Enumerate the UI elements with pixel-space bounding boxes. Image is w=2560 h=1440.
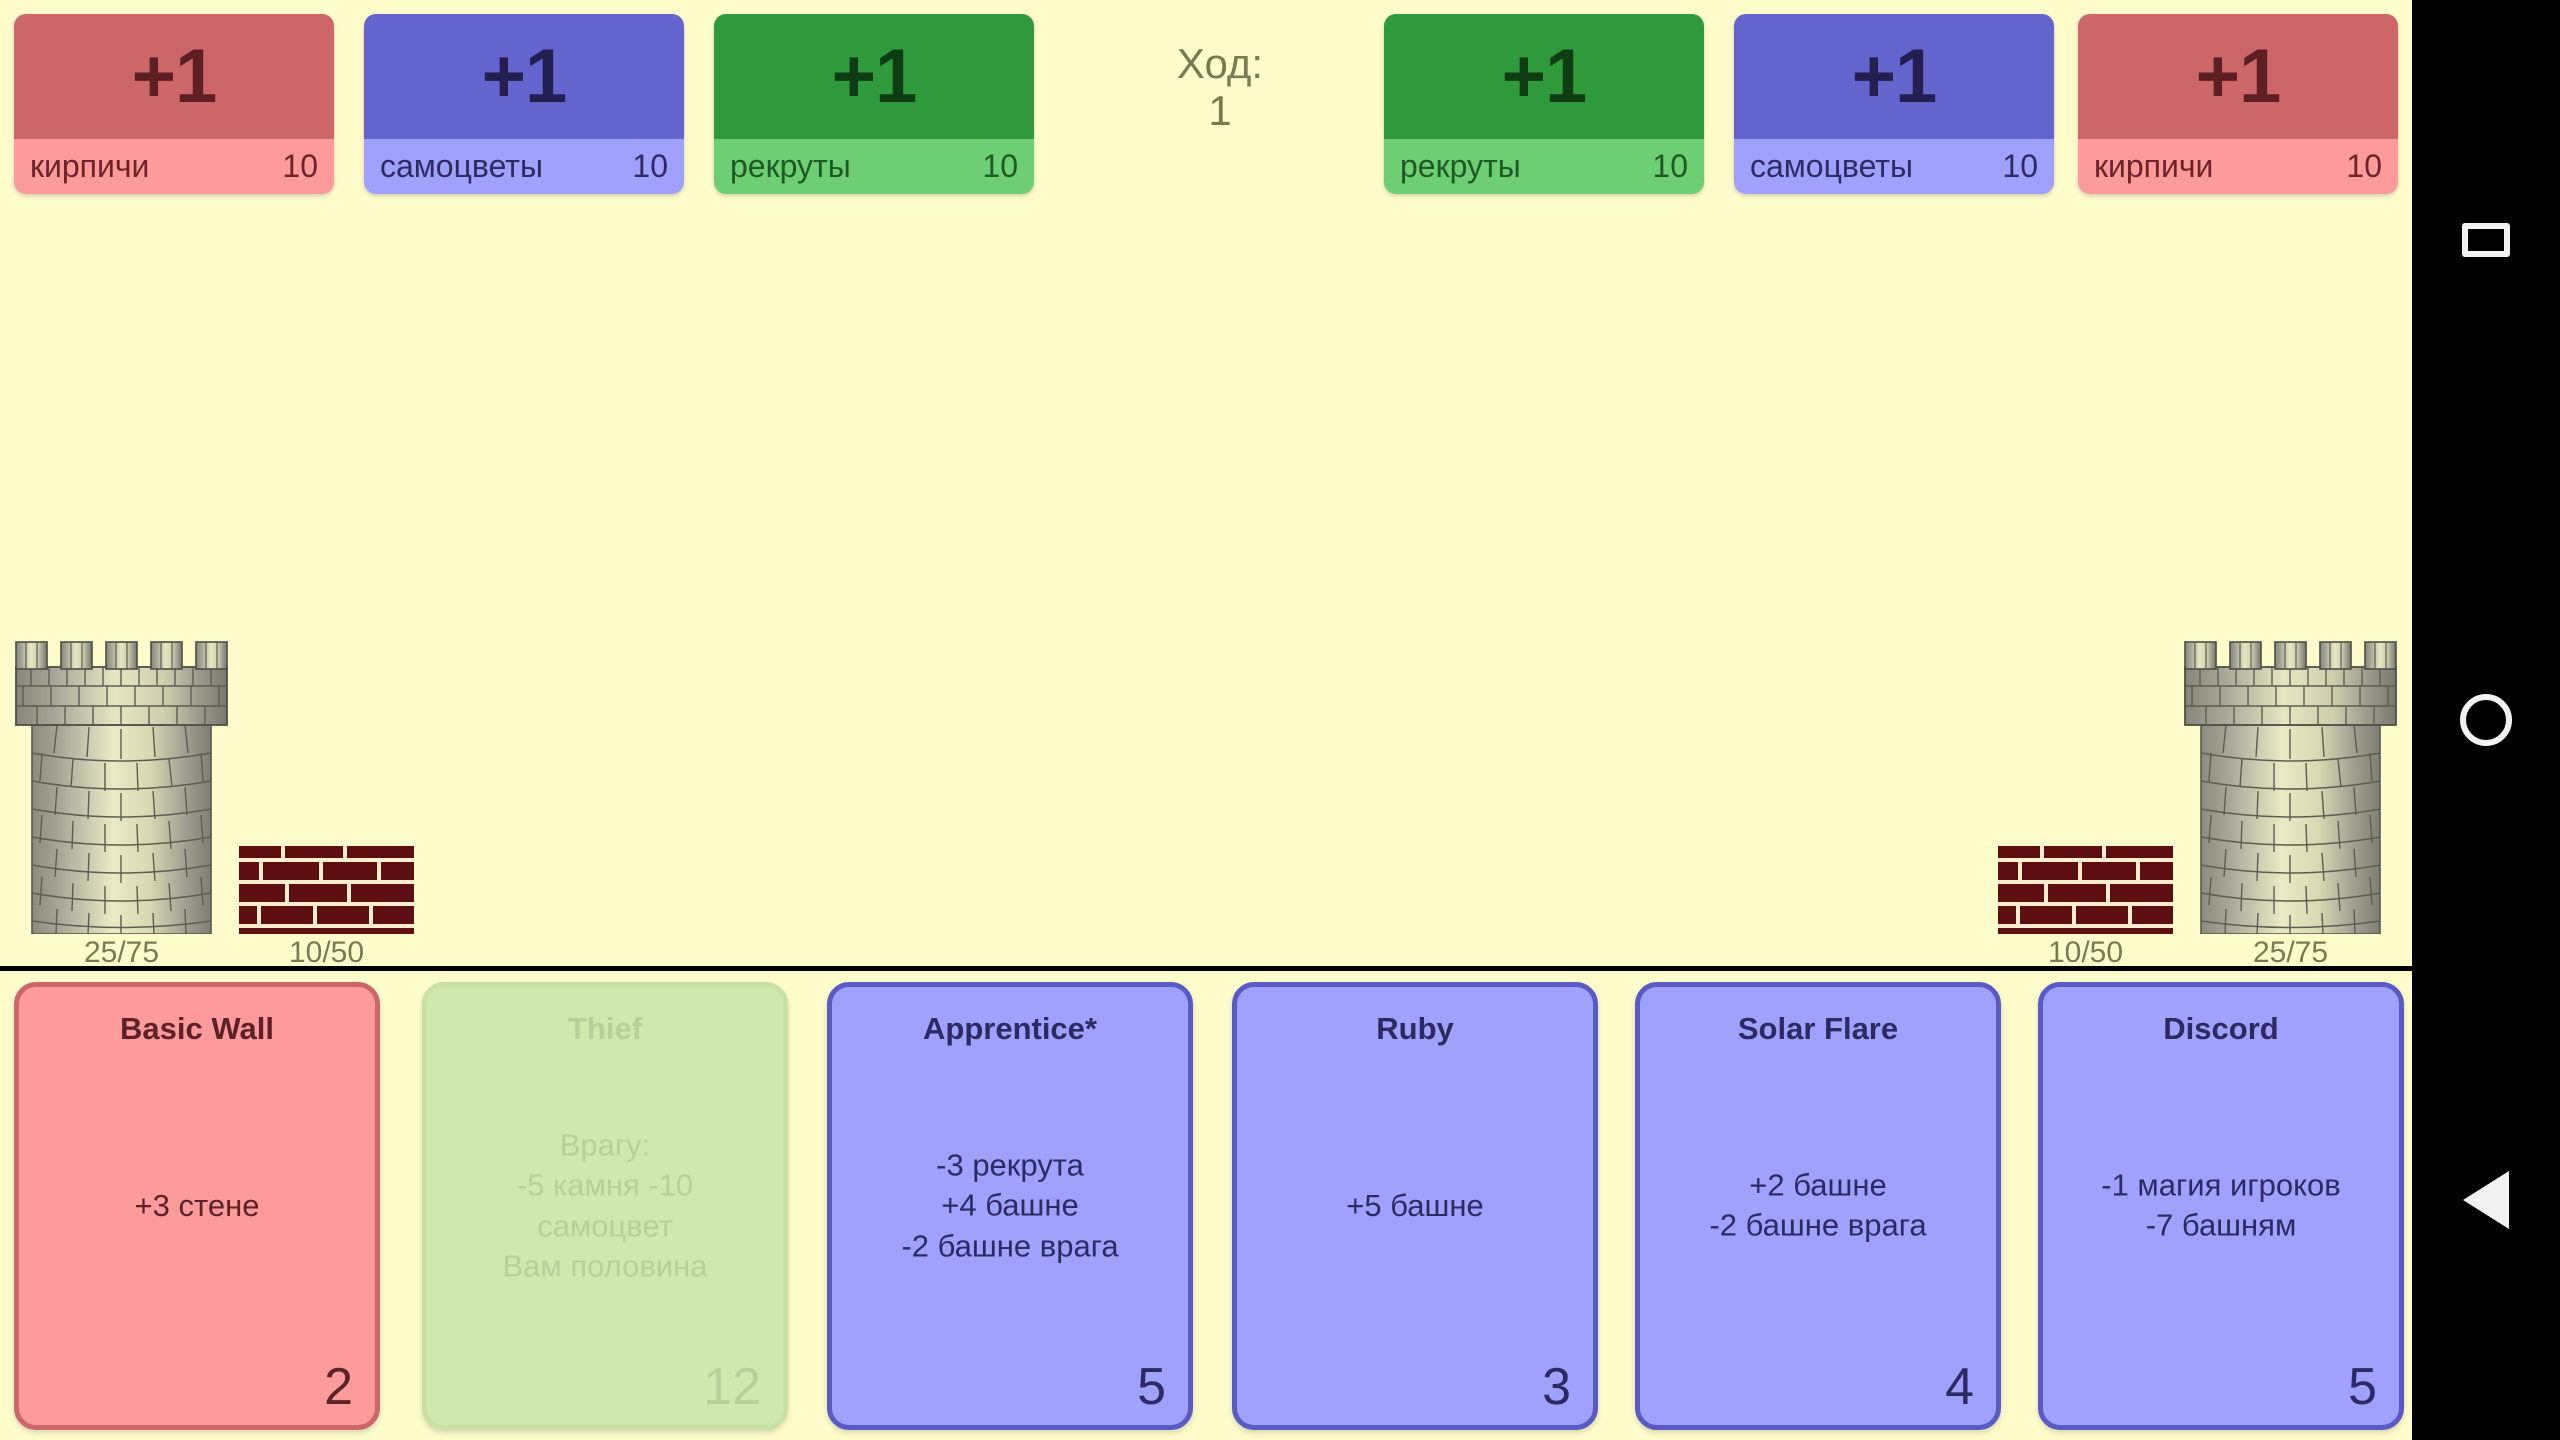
card-effect-text: -3 рекрута +4 башне -2 башне врага xyxy=(901,1147,1119,1264)
resource-label: самоцветы xyxy=(380,148,543,184)
resource-card-player-recruit[interactable]: +1 рекруты 10 xyxy=(714,14,1034,194)
resource-delta: +1 xyxy=(1501,33,1588,119)
battlefield: 25/75 xyxy=(0,205,2412,968)
card-title: Discord xyxy=(2163,1011,2279,1046)
resource-label: кирпичи xyxy=(2094,148,2214,184)
resource-delta-wrap: +1 xyxy=(714,14,1034,139)
resource-card-enemy-brick[interactable]: +1 кирпичи 10 xyxy=(2078,14,2398,194)
resource-delta: +1 xyxy=(131,33,218,119)
resource-amount: 10 xyxy=(2346,148,2382,184)
hand-card-apprentice[interactable]: Apprentice* -3 рекрута +4 башне -2 башне… xyxy=(827,982,1193,1430)
player-wall-group: 10/50 xyxy=(239,846,414,968)
card-hand: Basic Wall +3 стене 2 Thief Врагу: -5 ка… xyxy=(0,971,2412,1440)
resource-label: кирпичи xyxy=(30,148,150,184)
enemy-side: 25/75 xyxy=(1978,628,2398,968)
hand-card-basic-wall[interactable]: Basic Wall +3 стене 2 xyxy=(14,982,380,1430)
card-effect-text: Врагу: -5 камня -10 самоцвет Вам половин… xyxy=(502,1127,708,1284)
resource-delta-wrap: +1 xyxy=(14,14,334,139)
card-effect-text: +2 башне -2 башне врага xyxy=(1709,1167,1927,1243)
card-title: Ruby xyxy=(1376,1011,1454,1046)
tower-icon xyxy=(15,641,228,934)
resource-footer: самоцветы 10 xyxy=(1734,139,2054,194)
card-cost: 4 xyxy=(1945,1358,1974,1416)
resource-amount: 10 xyxy=(2002,148,2038,184)
resource-delta-wrap: +1 xyxy=(364,14,684,139)
card-cost: 2 xyxy=(324,1358,353,1416)
resource-amount: 10 xyxy=(1652,148,1688,184)
resource-delta: +1 xyxy=(481,33,568,119)
game-viewport: +1 кирпичи 10 +1 самоцветы 10 +1 xyxy=(0,0,2412,1440)
card-title: Solar Flare xyxy=(1737,1011,1899,1046)
home-button[interactable] xyxy=(2412,665,2560,775)
hand-card-thief: Thief Врагу: -5 камня -10 самоцвет Вам п… xyxy=(422,982,788,1430)
resource-card-enemy-gem[interactable]: +1 самоцветы 10 xyxy=(1734,14,2054,194)
resource-footer: самоцветы 10 xyxy=(364,139,684,194)
resource-label: самоцветы xyxy=(1750,148,1913,184)
card-cost: 12 xyxy=(703,1358,761,1416)
tower-icon xyxy=(2184,641,2397,934)
resource-footer: кирпичи 10 xyxy=(14,139,334,194)
resource-delta: +1 xyxy=(2195,33,2282,119)
enemy-wall-group: 10/50 xyxy=(1998,846,2173,968)
resource-footer: рекруты 10 xyxy=(1384,139,1704,194)
resource-label: рекруты xyxy=(730,148,851,184)
card-cost: 3 xyxy=(1542,1358,1571,1416)
hand-card-ruby[interactable]: Ruby +5 башне 3 xyxy=(1232,982,1598,1430)
recents-button[interactable] xyxy=(2412,185,2560,295)
back-button[interactable] xyxy=(2412,1145,2560,1255)
wall-icon xyxy=(239,846,414,934)
card-title: Thief xyxy=(567,1011,643,1046)
card-cost: 5 xyxy=(1137,1358,1166,1416)
resource-footer: кирпичи 10 xyxy=(2078,139,2398,194)
resource-card-player-gem[interactable]: +1 самоцветы 10 xyxy=(364,14,684,194)
enemy-tower-stat: 25/75 xyxy=(2252,936,2329,969)
resource-delta: +1 xyxy=(831,33,918,119)
card-effect-text: +3 стене xyxy=(134,1187,260,1223)
resource-footer: рекруты 10 xyxy=(714,139,1034,194)
resource-amount: 10 xyxy=(982,148,1018,184)
hand-card-discord[interactable]: Discord -1 магия игроков -7 башням 5 xyxy=(2038,982,2404,1430)
wall-icon xyxy=(1998,846,2173,934)
turn-counter: Ход: 1 xyxy=(1130,40,1310,134)
resource-card-player-brick[interactable]: +1 кирпичи 10 xyxy=(14,14,334,194)
player-wall-stat: 10/50 xyxy=(288,936,365,969)
card-title: Basic Wall xyxy=(120,1011,274,1046)
resource-delta: +1 xyxy=(1851,33,1938,119)
recents-square-icon xyxy=(2462,223,2510,257)
android-navigation-bar xyxy=(2412,0,2560,1440)
enemy-tower-group: 25/75 xyxy=(2183,641,2398,968)
resource-label: рекруты xyxy=(1400,148,1521,184)
resource-amount: 10 xyxy=(282,148,318,184)
card-effect-text: -1 магия игроков -7 башням xyxy=(2101,1167,2341,1243)
resource-delta-wrap: +1 xyxy=(1734,14,2054,139)
player-tower-group: 25/75 xyxy=(14,641,229,968)
enemy-wall-stat: 10/50 xyxy=(2047,936,2124,969)
player-tower-stat: 25/75 xyxy=(83,936,160,969)
hand-card-solar-flare[interactable]: Solar Flare +2 башне -2 башне врага 4 xyxy=(1635,982,2001,1430)
player-side: 25/75 xyxy=(14,628,434,968)
card-effect-text: +5 башне xyxy=(1346,1187,1484,1223)
turn-label: Ход: xyxy=(1176,40,1264,87)
resource-bar: +1 кирпичи 10 +1 самоцветы 10 +1 xyxy=(0,0,2412,205)
back-triangle-icon xyxy=(2463,1171,2509,1229)
resource-delta-wrap: +1 xyxy=(2078,14,2398,139)
home-circle-icon xyxy=(2460,694,2512,746)
card-title: Apprentice* xyxy=(923,1011,1097,1046)
resource-delta-wrap: +1 xyxy=(1384,14,1704,139)
turn-value: 1 xyxy=(1208,87,1232,135)
card-cost: 5 xyxy=(2348,1358,2377,1416)
resource-card-enemy-recruit[interactable]: +1 рекруты 10 xyxy=(1384,14,1704,194)
hand-divider xyxy=(0,966,2412,971)
resource-amount: 10 xyxy=(632,148,668,184)
